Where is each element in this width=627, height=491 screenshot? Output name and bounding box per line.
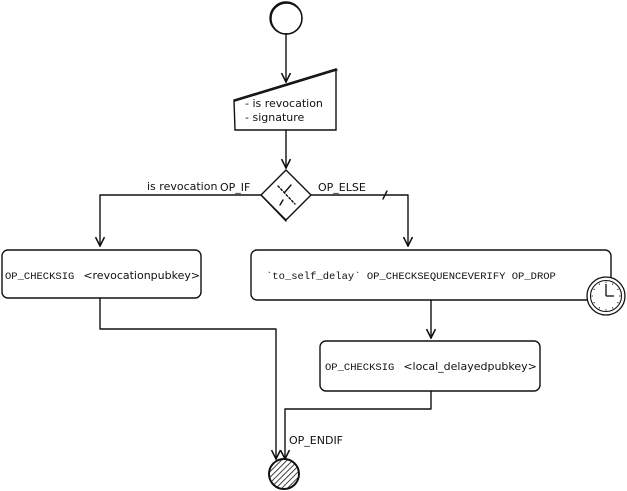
revocation-action-node[interactable]: OP_CHECKSIG <revocationpubkey> [1,249,202,299]
decision-node[interactable] [260,169,312,222]
if-condition-label: is revocation [147,180,217,193]
edge-if-branch [100,194,262,246]
edge-revocation-to-end [99,297,276,459]
else-label: OP_ELSE [318,181,366,194]
local-action-label: OP_CHECKSIG <local_delayedpubkey> [325,357,537,374]
start-node [269,1,303,35]
end-node [268,458,300,490]
input-line-2: - signature [245,111,305,124]
edge-break-mark [382,190,388,200]
revocation-action-label: OP_CHECKSIG <revocationpubkey> [5,266,200,283]
edge-local-to-end [285,390,432,459]
clock-icon [586,276,626,316]
input-node[interactable]: - is revocation - signature [233,68,338,131]
endif-label: OP_ENDIF [289,434,343,447]
input-line-1: - is revocation [245,97,323,110]
edge-else-branch [310,194,408,246]
local-action-node[interactable]: OP_CHECKSIG <local_delayedpubkey> [319,340,541,392]
delay-action-label: `to_self_delay` OP_CHECKSEQUENCEVERIFY O… [266,270,556,283]
if-label: OP_IF [220,181,250,194]
delay-action-node[interactable]: `to_self_delay` OP_CHECKSEQUENCEVERIFY O… [250,249,626,316]
